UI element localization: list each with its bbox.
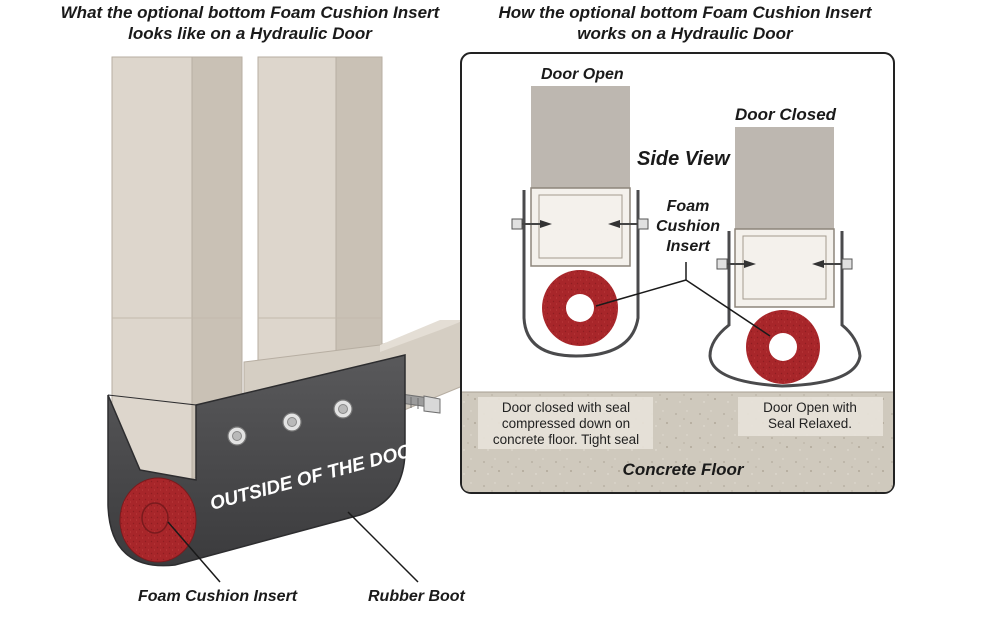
- door-closed-panel: [735, 127, 834, 229]
- foam-insert-label-line2: Cushion: [656, 218, 720, 235]
- boot-bolt-1: [227, 426, 247, 446]
- foam-cushion-label: Foam Cushion Insert: [138, 588, 298, 605]
- door-open-label: Door Open: [541, 66, 624, 83]
- frame-post-back: [257, 56, 383, 371]
- note-open-line1: Door Open with: [763, 400, 857, 415]
- right-panel-title: How the optional bottom Foam Cushion Ins…: [470, 2, 900, 44]
- left-title-line2: looks like on a Hydraulic Door: [128, 24, 372, 43]
- right-title-line2: works on a Hydraulic Door: [577, 24, 793, 43]
- right-title-line1: How the optional bottom Foam Cushion Ins…: [498, 3, 872, 22]
- door-open-fastener-right: [608, 218, 649, 230]
- note-open-relaxed: Door Open with Seal Relaxed.: [738, 397, 883, 436]
- note-open-line2: Seal Relaxed.: [768, 416, 852, 431]
- door-open-assembly: [511, 86, 649, 358]
- note-closed-line2: compressed down on: [502, 416, 630, 431]
- note-closed-line3: concrete floor. Tight seal: [493, 432, 639, 447]
- left-illustration: OUTSIDE OF THE DOOR Foam Cushion Insert …: [107, 56, 466, 605]
- boot-bolt-2: [282, 412, 302, 432]
- foam-insert-label-line3: Insert: [666, 238, 710, 255]
- foam-cushion-roll: [119, 477, 197, 563]
- foam-insert-label-line1: Foam: [667, 198, 710, 215]
- note-closed-seal: Door closed with seal compressed down on…: [478, 397, 653, 449]
- concrete-floor-label: Concrete Floor: [623, 460, 745, 479]
- foam-insert-label: Foam Cushion Insert: [656, 198, 720, 255]
- door-closed-assembly: [708, 127, 862, 388]
- foam-callout-line-open: [595, 279, 687, 307]
- side-view-label: Side View: [637, 148, 731, 170]
- rubber-boot-label: Rubber Boot: [368, 588, 466, 605]
- door-closed-boot-profile: [708, 231, 862, 388]
- frame-post-front: [111, 56, 243, 481]
- door-closed-frame: [734, 228, 835, 308]
- door-open-fastener-left: [511, 218, 552, 230]
- door-closed-label: Door Closed: [735, 105, 837, 124]
- foam-callout-line-closed: [685, 279, 771, 337]
- left-panel-title: What the optional bottom Foam Cushion In…: [40, 2, 460, 44]
- boot-callout-line: [347, 511, 419, 583]
- door-closed-fastener-left: [716, 258, 756, 270]
- foam-callout-line: [167, 521, 221, 583]
- door-closed-fastener-right: [812, 258, 853, 270]
- note-closed-line1: Door closed with seal: [502, 400, 630, 415]
- door-open-boot-profile: [522, 190, 640, 358]
- right-illustration-box: Door Open Door Closed Side View Foam Cus…: [460, 52, 895, 494]
- boot-bolt-3: [333, 399, 353, 419]
- door-open-frame: [530, 187, 631, 267]
- left-title-line1: What the optional bottom Foam Cushion In…: [60, 3, 440, 22]
- door-open-panel: [531, 86, 630, 188]
